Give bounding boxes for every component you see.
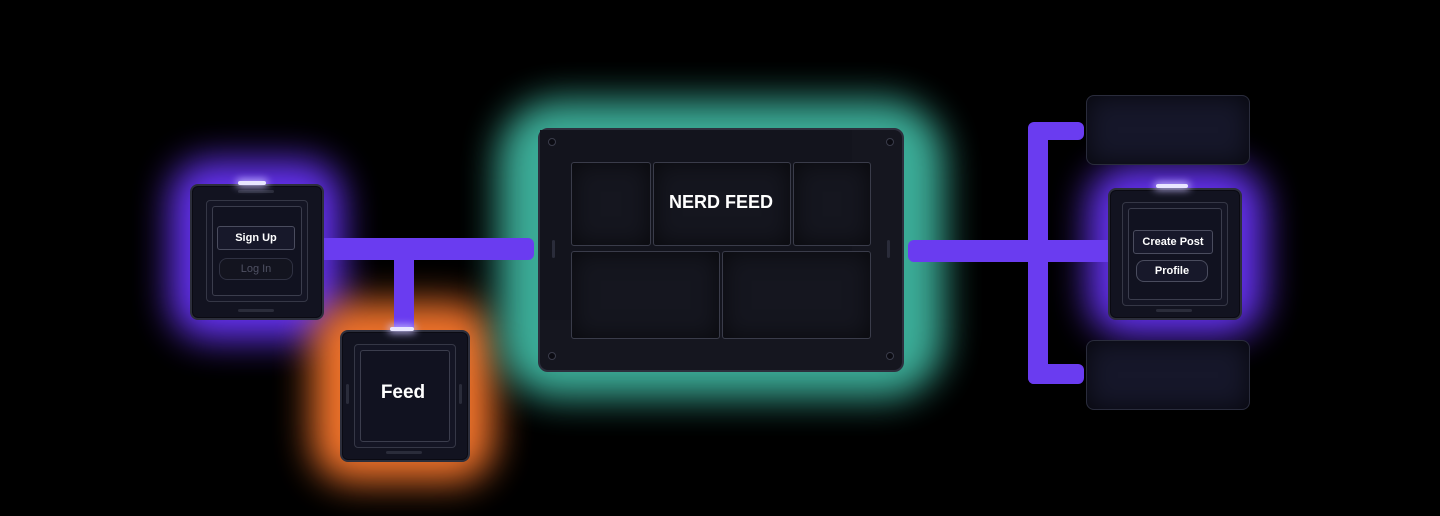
feed-module-notch-bottom [386,451,422,454]
connector-auth-to-board [312,238,534,260]
feed-module-screen [360,350,450,442]
feed-module-led [390,327,414,331]
connector-auth-to-feed [394,248,414,338]
auth-module-led [238,181,266,185]
board-screw-tl [548,138,556,146]
board-panel-top-center [653,162,791,246]
board-screw-tr [886,138,894,146]
feed-module-notch-right [459,384,462,404]
board-port-right [887,240,890,258]
auth-module-notch-bottom [238,309,274,312]
connector-board-to-user [908,240,1118,262]
user-module-screen [1128,208,1222,300]
board-title: NERD FEED [668,192,773,212]
board-screw-bl [548,352,556,360]
user-module-card-bottom [1086,340,1250,410]
user-module-led [1156,184,1188,188]
login-button[interactable]: Log In [219,258,293,280]
board-panel-top-left [571,162,651,246]
user-module-card-top [1086,95,1250,165]
profile-button[interactable]: Profile [1136,260,1208,282]
feed-module-notch-left [346,384,349,404]
feed-label[interactable]: Feed [380,382,426,403]
board-panel-top-right [793,162,871,246]
user-module [1108,188,1242,320]
board-panel-bottom-left [571,251,720,339]
board-screw-br [886,352,894,360]
create-post-button[interactable]: Create Post [1133,230,1213,254]
signup-button[interactable]: Sign Up [217,226,295,250]
auth-module-notch-top [238,190,274,193]
user-module-notch-bottom [1156,309,1192,312]
auth-module [190,184,324,320]
board-port-left [552,240,555,258]
connector-bracket-vertical [1028,124,1048,384]
feed-module [340,330,470,462]
auth-module-screen [212,206,302,296]
connector-bracket-top [1028,122,1084,140]
connector-bracket-bottom [1028,364,1084,384]
board-panel-bottom-right [722,251,871,339]
